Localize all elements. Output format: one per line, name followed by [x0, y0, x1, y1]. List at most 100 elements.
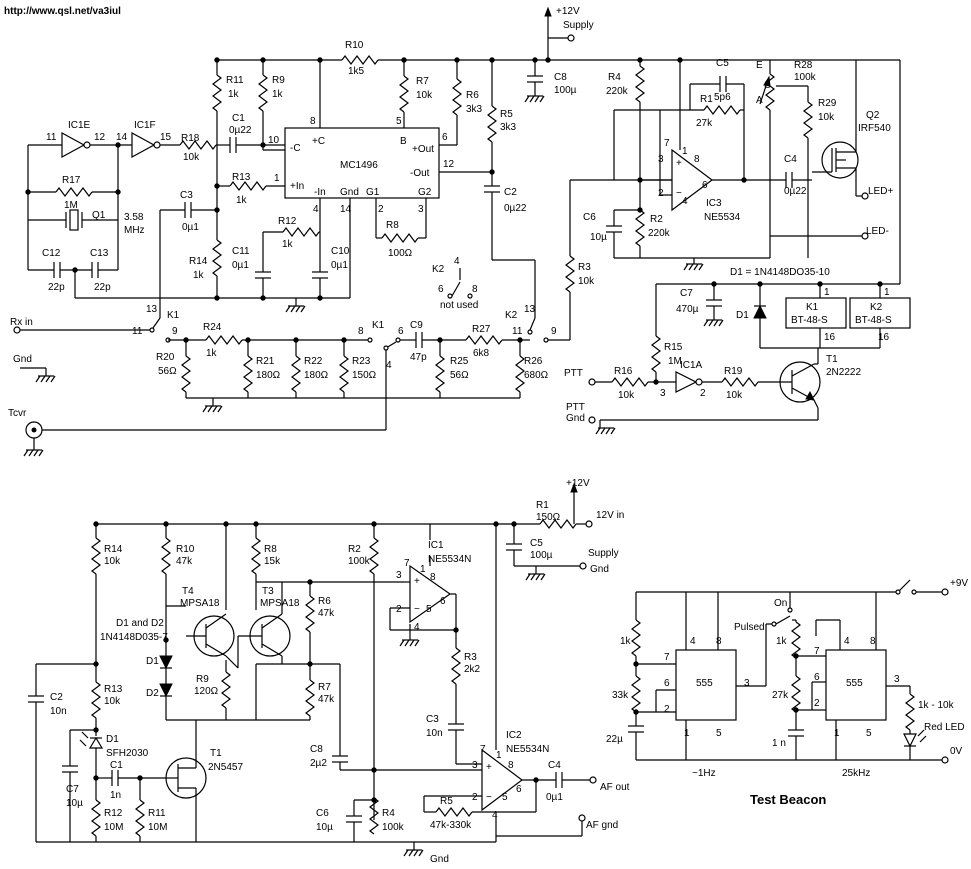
crystal-label: Q1 — [92, 210, 106, 221]
c13-label: C13 — [90, 248, 109, 259]
pin-12: 12 — [94, 132, 106, 143]
tx-diodes-note-2: 1N4148D035-7 — [100, 632, 168, 643]
k2b-pin-13: 13 — [524, 304, 536, 315]
tx-ic2-pin-7: 7 — [480, 744, 486, 755]
mc1496-pin-minus-in: -In — [314, 187, 326, 198]
r12-label: R12 — [278, 216, 297, 227]
beacon-a-pin-8: 8 — [716, 636, 722, 647]
r1-value: 27k — [696, 118, 713, 129]
r5-label: R5 — [500, 109, 513, 120]
tx-ic2-pin-3: 3 — [472, 760, 478, 771]
ic3-pin-3: 3 — [658, 154, 664, 165]
c8-label: C8 — [554, 72, 567, 83]
relay-pin-c: 16 — [824, 332, 836, 343]
c12-value: 22p — [48, 282, 65, 293]
beacon-0v: 0V — [950, 746, 963, 757]
k1-relay — [785, 297, 847, 329]
r20-value: 56Ω — [158, 366, 177, 377]
tcvr-label: Tcvr — [8, 408, 27, 419]
tx-gnd-label: Gnd — [430, 854, 449, 865]
tx-ic2-minus: − — [486, 792, 492, 803]
beacon-a-pin-1: 1 — [684, 728, 690, 739]
r29-value: 10k — [818, 112, 835, 123]
r29-label: R29 — [818, 98, 837, 109]
beacon-pulsed: Pulsed — [734, 622, 765, 633]
tx-c5-label: C5 — [530, 538, 543, 549]
tx-ic1-plus: + — [414, 576, 420, 587]
tx-d2-label: D2 — [146, 688, 159, 699]
k2b-pin-9: 9 — [551, 326, 557, 337]
tx-ic1-pin-1: 1 — [420, 564, 426, 575]
r25-label: R25 — [450, 356, 469, 367]
beacon-r1kb: 1k — [776, 636, 788, 647]
tx-af-gnd: AF gnd — [586, 820, 618, 831]
relay-pin-d: 16 — [878, 332, 890, 343]
tx-r8-label: R8 — [264, 544, 277, 555]
pin-12b: 12 — [443, 159, 455, 170]
tx-ic1-minus: − — [414, 604, 420, 615]
tx-r7-value: 47k — [318, 694, 335, 705]
beacon-b-pin-8: 8 — [870, 636, 876, 647]
r15-label: R15 — [664, 342, 683, 353]
r14-label: R14 — [189, 256, 208, 267]
t1-part: 2N2222 — [826, 367, 861, 378]
tx-r13-label: R13 — [104, 684, 123, 695]
r3-label: R3 — [578, 262, 591, 273]
tx-d1-label: D1 — [146, 656, 159, 667]
r26-value: 680Ω — [524, 370, 549, 381]
r3-value: 10k — [578, 276, 595, 287]
c3-value: 0µ1 — [182, 222, 199, 233]
tx-c6-label: C6 — [316, 808, 329, 819]
k2-top-pin-8: 8 — [472, 284, 478, 295]
c13-value: 22p — [94, 282, 111, 293]
beacon-f2: 25kHz — [842, 768, 870, 779]
beacon-r1k: 1k — [620, 636, 632, 647]
ptt-label: PTT — [564, 368, 583, 379]
beacon-a-pin-5: 5 — [716, 728, 722, 739]
tx-c3-label: C3 — [426, 714, 439, 725]
r9-label: R9 — [272, 75, 285, 86]
tx-ic2-pin-2: 2 — [472, 792, 478, 803]
tx-ic1-opamp — [409, 564, 452, 624]
tx-r4-label: R4 — [382, 808, 395, 819]
k2-relay — [849, 297, 911, 329]
tx-t4-label: T4 — [182, 586, 194, 597]
r27-label: R27 — [472, 324, 491, 335]
beacon-title: Test Beacon — [750, 792, 826, 807]
r11-value: 1k — [228, 89, 240, 100]
r10-label: R10 — [345, 40, 364, 51]
k2-top-note: not used — [440, 300, 478, 311]
tx-ic2-label: IC2 — [506, 730, 522, 741]
r6-value: 3k3 — [466, 104, 483, 115]
r26-label: R26 — [524, 356, 543, 367]
k2-relay-label: K2 — [870, 302, 883, 313]
tx-r10-label: R10 — [176, 544, 195, 555]
tx-t4-part: MPSA18 — [180, 598, 220, 609]
tx-c4-value: 0µ1 — [546, 792, 563, 803]
ic3-pin-8: 8 — [694, 154, 700, 165]
tx-r8-value: 15k — [264, 556, 281, 567]
header-url[interactable]: http://www.qsl.net/va3iul — [4, 6, 121, 17]
ic1f-label: IC1F — [134, 120, 156, 131]
r21-value: 180Ω — [256, 370, 281, 381]
tx-r3-label: R3 — [464, 652, 477, 663]
q2-part: IRF540 — [858, 123, 891, 134]
tx-c1-value: 1n — [110, 790, 121, 801]
beacon-555-a — [675, 649, 737, 721]
beacon-b-pin-5: 5 — [866, 728, 872, 739]
k2-top-pin-4: 4 — [454, 256, 460, 267]
r24-value: 1k — [206, 348, 218, 359]
beacon-b-pin-1: 1 — [834, 728, 840, 739]
r4-value: 220k — [606, 86, 629, 97]
r22-value: 180Ω — [304, 370, 329, 381]
tx-t3-label: T3 — [262, 586, 274, 597]
tx-r4-value: 100k — [382, 822, 405, 833]
tx-diodes-note-1: D1 and D2 — [116, 618, 164, 629]
led-plus-label: LED+ — [868, 186, 893, 197]
r23-label: R23 — [352, 356, 371, 367]
beacon-b-pin-3: 3 — [894, 674, 900, 685]
mc1496-pin-g1: G1 — [366, 187, 380, 198]
mc1496-pin-plus-out: +Out — [412, 144, 434, 155]
